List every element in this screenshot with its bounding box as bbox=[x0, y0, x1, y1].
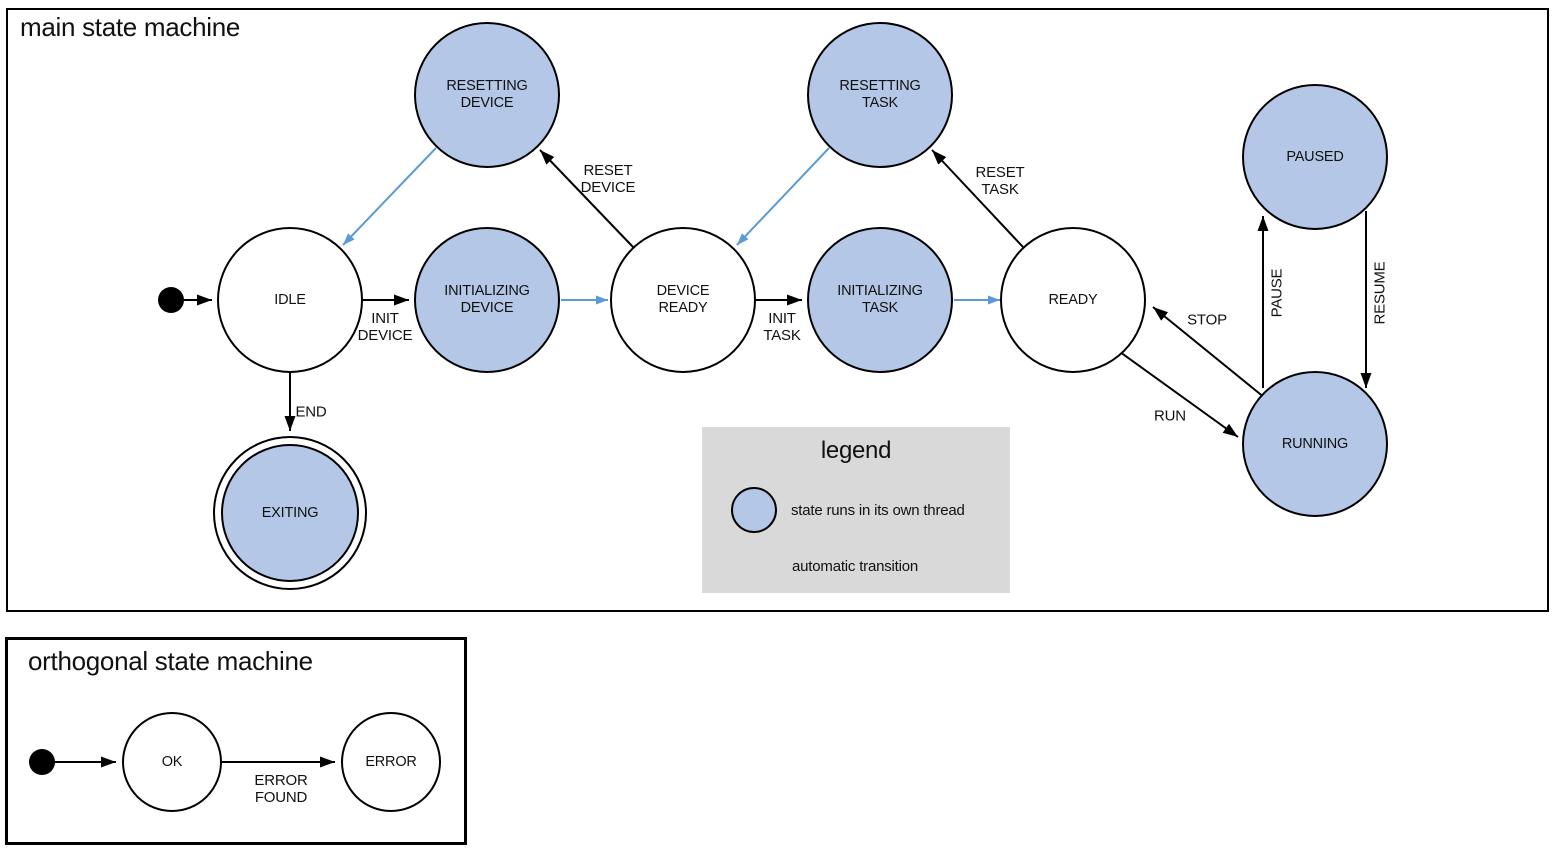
state-running-label: RUNNING bbox=[1281, 435, 1349, 452]
transition-label-init-task: INIT TASK bbox=[763, 310, 801, 344]
state-device-ready-label: DEVICE READY bbox=[656, 283, 710, 316]
state-ready: READY bbox=[1000, 227, 1146, 373]
state-initializing-task-label: INITIALIZING TASK bbox=[837, 283, 923, 316]
state-error: ERROR bbox=[341, 712, 441, 812]
arrow-ready-to-resetting-task bbox=[931, 149, 1024, 248]
state-initializing-task: INITIALIZING TASK bbox=[807, 227, 953, 373]
arrow-auto-resetting-device-to-idle bbox=[342, 147, 437, 246]
initial-state-dot-main bbox=[158, 287, 184, 313]
state-idle: IDLE bbox=[217, 227, 363, 373]
final-state-ring-exiting: EXITING bbox=[213, 436, 367, 590]
state-ok-label: OK bbox=[161, 753, 183, 770]
legend-box: legend state runs in its own thread auto… bbox=[702, 427, 1010, 593]
transition-label-stop: STOP bbox=[1187, 311, 1227, 329]
transition-label-end: END bbox=[295, 403, 327, 421]
orthogonal-machine-title: orthogonal state machine bbox=[28, 646, 313, 676]
state-error-label: ERROR bbox=[365, 753, 417, 770]
legend-title: legend bbox=[820, 437, 892, 464]
state-resetting-task-label: RESETTING TASK bbox=[839, 78, 921, 111]
state-idle-label: IDLE bbox=[274, 291, 306, 308]
state-exiting-label: EXITING bbox=[261, 504, 319, 521]
state-running: RUNNING bbox=[1242, 371, 1388, 517]
legend-threaded-state-icon bbox=[731, 487, 777, 533]
arrow-ready-to-running bbox=[1119, 351, 1239, 438]
state-resetting-device: RESETTING DEVICE bbox=[414, 22, 560, 168]
state-paused: PAUSED bbox=[1242, 84, 1388, 230]
state-device-ready: DEVICE READY bbox=[610, 227, 756, 373]
transition-label-reset-device: RESET DEVICE bbox=[580, 162, 636, 196]
transition-label-pause: PAUSE bbox=[1268, 268, 1286, 318]
transition-label-reset-task: RESET TASK bbox=[975, 164, 1025, 198]
state-initializing-device-label: INITIALIZING DEVICE bbox=[444, 283, 530, 316]
transition-label-resume: RESUME bbox=[1371, 261, 1389, 325]
state-ready-label: READY bbox=[1048, 291, 1098, 308]
state-resetting-task: RESETTING TASK bbox=[807, 22, 953, 168]
arrow-device-ready-to-resetting-device bbox=[539, 149, 634, 248]
legend-threaded-label: state runs in its own thread bbox=[791, 502, 965, 519]
main-machine-title: main state machine bbox=[20, 12, 241, 42]
transition-label-run: RUN bbox=[1154, 407, 1186, 425]
initial-state-dot-orthogonal bbox=[29, 749, 55, 775]
state-ok: OK bbox=[122, 712, 222, 812]
state-initializing-device: INITIALIZING DEVICE bbox=[414, 227, 560, 373]
legend-automatic-label: automatic transition bbox=[792, 558, 919, 575]
state-exiting: EXITING bbox=[221, 444, 359, 582]
transition-label-error-found: ERROR FOUND bbox=[254, 772, 308, 806]
arrow-auto-resetting-task-to-device-ready bbox=[736, 147, 830, 246]
arrow-running-to-ready bbox=[1152, 306, 1266, 399]
state-resetting-device-label: RESETTING DEVICE bbox=[446, 78, 528, 111]
transition-label-init-device: INIT DEVICE bbox=[357, 310, 413, 344]
state-paused-label: PAUSED bbox=[1286, 148, 1344, 165]
